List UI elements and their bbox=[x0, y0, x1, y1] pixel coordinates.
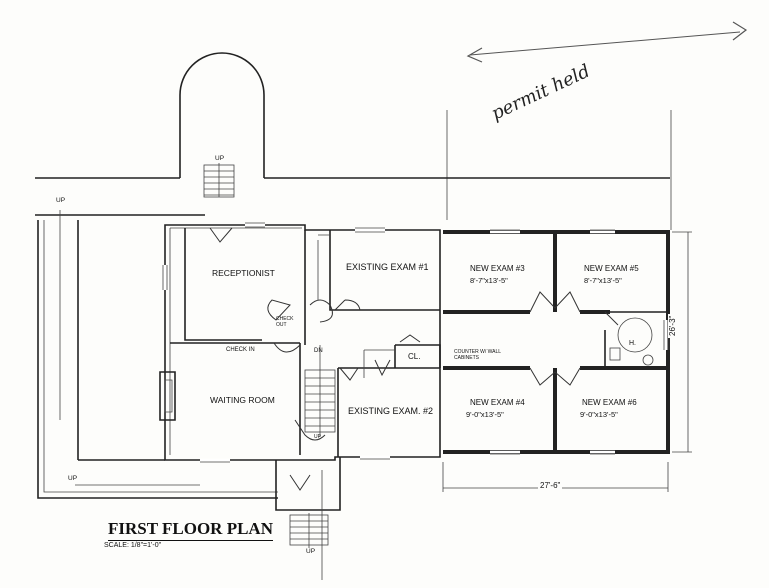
room-label-existing-exam-2: EXISTING EXAM. #2 bbox=[348, 406, 434, 416]
stair-dn-label: DN bbox=[314, 348, 323, 354]
room-dim-new-exam-3: 8'-7"x13'-5" bbox=[470, 276, 508, 285]
left-deck: UP UP bbox=[37, 197, 278, 499]
room-label-receptionist: RECEPTIONIST bbox=[212, 268, 275, 278]
room-label-counter: COUNTER W/ WALL CABINETS bbox=[454, 349, 501, 361]
dimension-width-label: 27'-6" bbox=[538, 481, 563, 490]
room-dim-new-exam-6: 9'-0"x13'-5" bbox=[580, 410, 618, 419]
stair-up-bottom-label: UP bbox=[306, 548, 315, 555]
room-label-check-in: CHECK IN bbox=[226, 347, 255, 353]
room-label-bath: H. bbox=[629, 340, 636, 347]
room-dim-new-exam-4: 9'-0"x13'-5" bbox=[466, 410, 504, 419]
plan-title: FIRST FLOOR PLAN bbox=[108, 519, 273, 541]
room-label-waiting-room: WAITING ROOM bbox=[210, 395, 275, 405]
dimension-lines bbox=[442, 231, 692, 492]
room-label-new-exam-6: NEW EXAM #6 bbox=[582, 398, 637, 407]
doors bbox=[209, 227, 619, 441]
entry-bottom: UP bbox=[275, 457, 341, 580]
room-label-closet: CL. bbox=[408, 352, 421, 361]
windows bbox=[162, 222, 670, 463]
entry-porch-top: UP bbox=[179, 52, 265, 198]
room-label-new-exam-3: NEW EXAM #3 bbox=[470, 264, 525, 273]
room-label-new-exam-4: NEW EXAM #4 bbox=[470, 398, 525, 407]
stair-up-top-label: UP bbox=[215, 155, 224, 162]
room-label-check-out: CHECK OUT bbox=[276, 316, 294, 328]
room-label-new-exam-5: NEW EXAM #5 bbox=[584, 264, 639, 273]
stair-up-left-label: UP bbox=[56, 197, 65, 204]
dimension-height-label: 26'-3" bbox=[668, 313, 677, 338]
stair-up-bottom-left-label: UP bbox=[68, 475, 77, 482]
plan-scale: SCALE: 1/8"=1'-0" bbox=[104, 542, 162, 549]
room-label-existing-exam-1: EXISTING EXAM #1 bbox=[346, 262, 429, 272]
stair-up-interior-label: UP bbox=[314, 434, 321, 440]
room-dim-new-exam-5: 8'-7"x13'-5" bbox=[584, 276, 622, 285]
